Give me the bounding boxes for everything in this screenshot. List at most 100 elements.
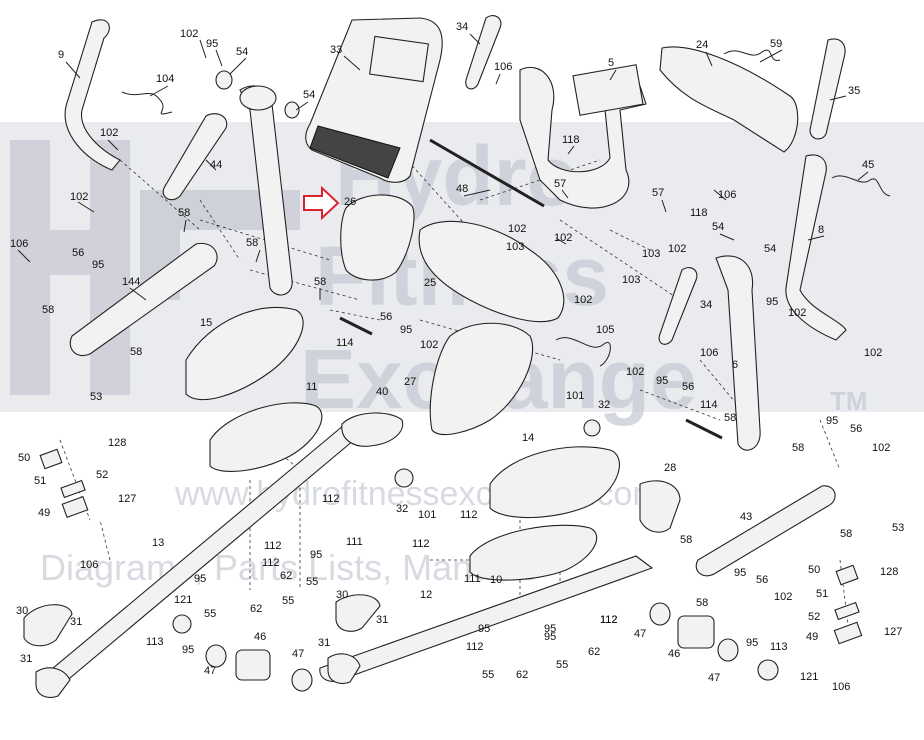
part-32-pulley-left [394, 468, 414, 488]
callout-label: 6 [732, 359, 738, 371]
callout-label: 51 [34, 475, 46, 487]
callout-label: 112 [600, 614, 618, 626]
callout-label: 10 [490, 574, 502, 586]
callout-label: 121 [174, 594, 192, 606]
callout-label: 112 [262, 557, 280, 569]
callout-label: 47 [708, 672, 720, 684]
callout-label: 31 [20, 653, 32, 665]
callout-label: 55 [204, 608, 216, 620]
callout-label: 57 [652, 187, 664, 199]
callout-label: 49 [806, 631, 818, 643]
part-144-arm [69, 242, 218, 356]
callout-label: 53 [892, 522, 904, 534]
callout-label: 58 [246, 237, 258, 249]
callout-label: 118 [690, 207, 708, 219]
callout-label: 58 [724, 412, 736, 424]
callout-label: 31 [70, 616, 82, 628]
callout-label: 44 [210, 159, 222, 171]
callout-label: 102 [774, 591, 792, 603]
callout-label: 112 [466, 641, 484, 653]
callout-label: 95 [766, 296, 778, 308]
part-33-console-screen [368, 35, 430, 83]
callout-label: 58 [696, 597, 708, 609]
part-27-shroud [429, 322, 534, 436]
callout-label: 95 [182, 644, 194, 656]
callout-label: 106 [718, 189, 736, 201]
callout-label: 101 [418, 509, 436, 521]
callout-label: 112 [460, 509, 478, 521]
callout-label: 58 [792, 442, 804, 454]
highlight-arrow [303, 185, 340, 221]
part-right-endcap [327, 653, 361, 685]
leader-lines [17, 33, 869, 301]
callout-label: 56 [380, 311, 392, 323]
callout-label: 112 [412, 538, 430, 550]
callout-label: 12 [420, 589, 432, 601]
callout-label: 45 [862, 159, 874, 171]
part-15-pedal [185, 306, 304, 401]
part-26-shroud [340, 194, 415, 281]
part-11-pedal-base [209, 402, 323, 472]
callout-label: 58 [680, 534, 692, 546]
part-6-arm [715, 255, 761, 451]
callout-label: 113 [146, 636, 164, 648]
callout-label: 128 [880, 566, 898, 578]
callout-label: 111 [346, 536, 363, 548]
part-50-bracket-right [835, 564, 859, 586]
callout-label: 112 [322, 493, 340, 505]
part-24-shroud [659, 46, 799, 153]
part-48-rod [429, 138, 545, 208]
callout-label: 103 [622, 274, 640, 286]
callout-label: 46 [254, 631, 266, 643]
callout-label: 54 [712, 221, 724, 233]
callout-label: 11 [306, 381, 317, 393]
callout-label: 102 [788, 307, 806, 319]
callout-label: 33 [330, 44, 342, 56]
callout-label: 5 [608, 57, 614, 69]
callout-label: 53 [90, 391, 102, 403]
callout-label: 55 [306, 576, 318, 588]
callout-label: 95 [194, 573, 206, 585]
callout-label: 40 [376, 386, 388, 398]
callout-label: 52 [96, 469, 108, 481]
callout-label: 95 [544, 631, 556, 643]
callout-label: 102 [508, 223, 526, 235]
callout-label: 128 [108, 437, 126, 449]
callout-label: 59 [770, 38, 782, 50]
part-52-bracket-right [834, 601, 860, 621]
callout-label: 95 [310, 549, 322, 561]
part-52-bracket-left [60, 479, 86, 499]
part-47-bearing-right2 [717, 638, 739, 662]
callout-label: 56 [682, 381, 694, 393]
callout-label: 58 [314, 276, 326, 288]
callout-label: 54 [764, 243, 776, 255]
callout-label: 57 [554, 178, 566, 190]
part-54-bushing-left [215, 70, 233, 90]
part-40-connector [341, 412, 404, 447]
part-47-bearing-right [649, 602, 671, 626]
callout-label: 55 [282, 595, 294, 607]
callout-label: 54 [303, 89, 315, 101]
callout-label: 112 [600, 614, 618, 626]
callout-label: 34 [456, 21, 468, 33]
part-46-roller-right [677, 615, 715, 649]
part-50-bracket-left [39, 448, 63, 470]
callout-label: 102 [626, 366, 644, 378]
callout-label: 144 [122, 276, 140, 288]
callout-label: 58 [840, 528, 852, 540]
part-8-arm [785, 154, 847, 341]
callout-label: 49 [38, 507, 50, 519]
callout-label: 95 [92, 259, 104, 271]
callout-label: 26 [344, 196, 356, 208]
callout-labels: 9 102 95 54 33 34 106 5 24 59 35 104 54 … [10, 21, 904, 693]
callout-label: 101 [566, 390, 584, 402]
callout-label: 106 [80, 559, 98, 571]
callout-label: 95 [206, 38, 218, 50]
part-28-connector [639, 480, 681, 533]
callout-label: 127 [118, 493, 136, 505]
part-9-handlebar [64, 19, 121, 171]
part-114-axle-left [339, 316, 373, 336]
callout-label: 47 [292, 648, 304, 660]
callout-label: 106 [832, 681, 850, 693]
